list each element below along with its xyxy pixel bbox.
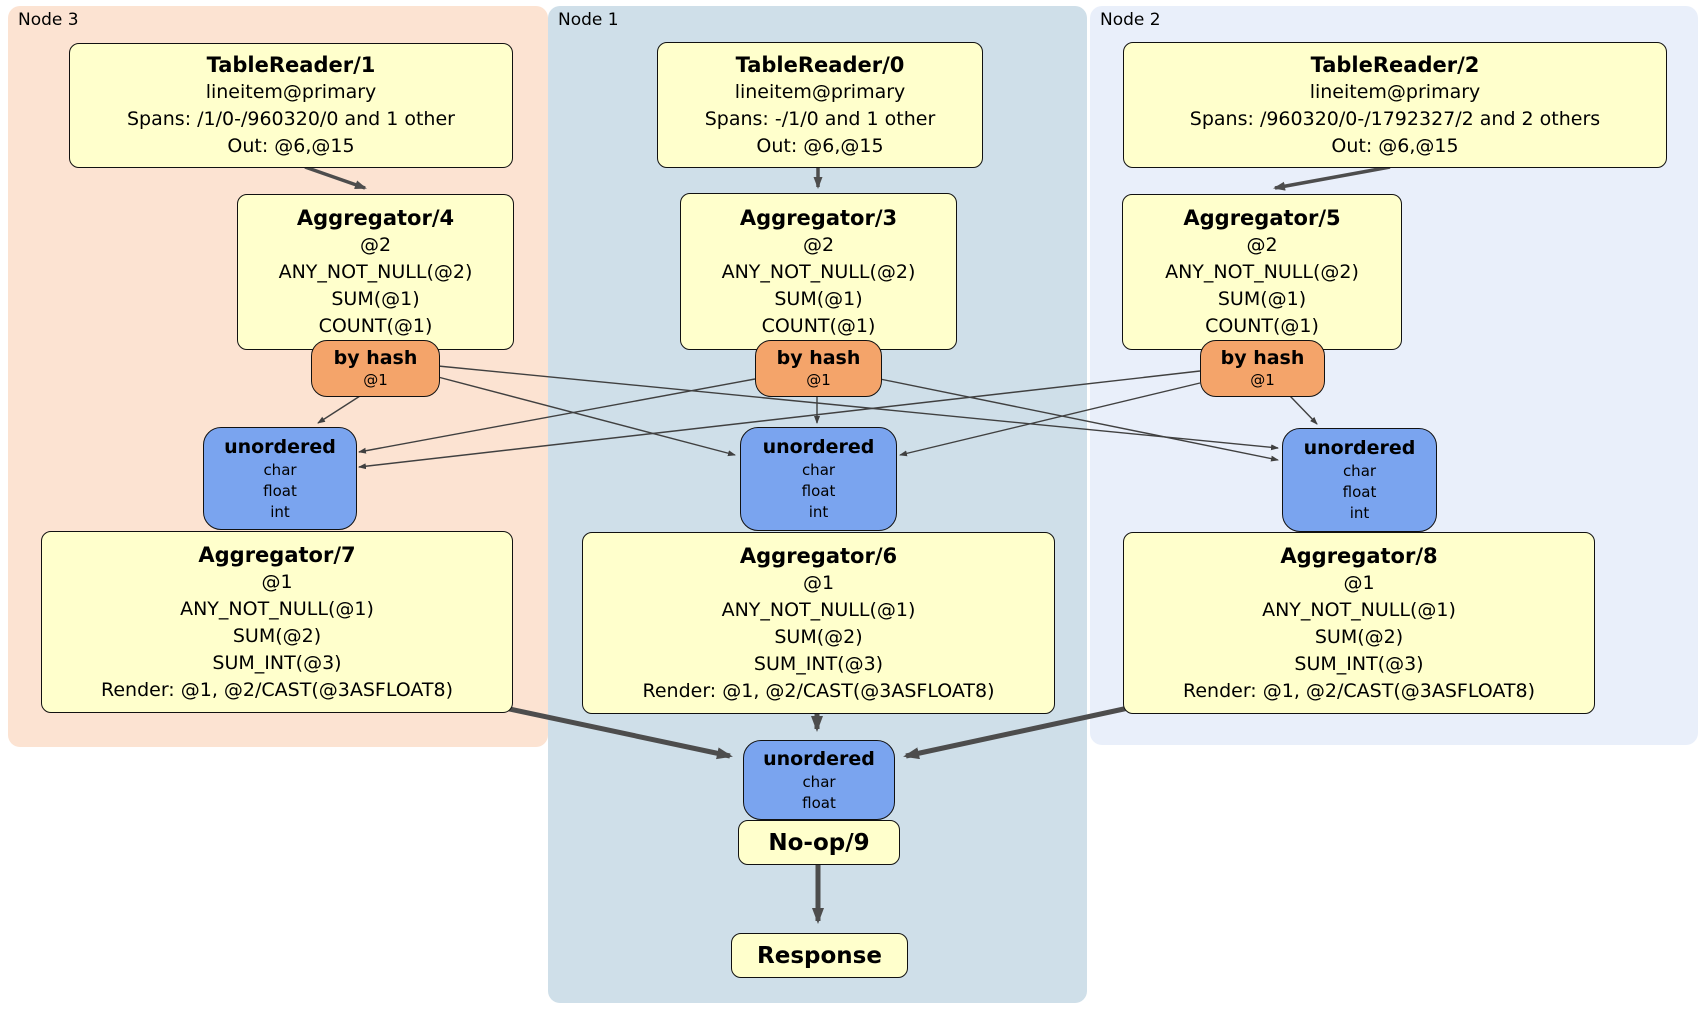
sync-unordered-node1: unordered char float int (740, 427, 897, 531)
node-detail: SUM(@1) (1217, 288, 1307, 310)
sync-title: unordered (224, 435, 336, 458)
node-detail: Spans: -/1/0 and 1 other (704, 107, 936, 130)
node-detail: @2 (359, 234, 392, 256)
node-detail: COUNT(@1) (761, 314, 876, 337)
node-detail: COUNT(@1) (1205, 315, 1319, 337)
node-detail: @2 (802, 233, 835, 256)
node-detail: Out: @6,@15 (756, 134, 884, 157)
sync-unordered-node2: unordered char float int (1282, 428, 1437, 532)
node-aggregator-4: Aggregator/4 @2 ANY_NOT_NULL(@2) SUM(@1)… (237, 194, 514, 350)
sync-unordered-node3: unordered char float int (203, 427, 357, 530)
sync-unordered-final: unordered char float (743, 740, 895, 820)
node-detail: ANY_NOT_NULL(@2) (278, 261, 473, 283)
node-detail: lineitem@primary (734, 80, 906, 103)
router-key: @1 (806, 371, 831, 389)
node-title: Aggregator/7 (198, 542, 356, 567)
node-title: No-op/9 (768, 829, 870, 856)
sync-title: unordered (762, 436, 875, 458)
router-key: @1 (363, 371, 388, 389)
node-detail: lineitem@primary (1309, 80, 1481, 103)
node-noop-9: No-op/9 (738, 820, 900, 865)
node-aggregator-3: Aggregator/3 @2 ANY_NOT_NULL(@2) SUM(@1)… (680, 193, 957, 350)
sync-col: float (802, 793, 836, 812)
node-detail: SUM_INT(@3) (212, 651, 342, 674)
node-detail: ANY_NOT_NULL(@1) (721, 598, 916, 621)
router-by-hash-node3: by hash @1 (311, 340, 440, 397)
node-detail: Render: @1, @2/CAST(@3ASFLOAT8) (1183, 679, 1535, 702)
sync-col: char (1342, 462, 1377, 480)
node-detail: Spans: /960320/0-/1792327/2 and 2 others (1189, 107, 1601, 130)
node-aggregator-7: Aggregator/7 @1 ANY_NOT_NULL(@1) SUM(@2)… (41, 531, 513, 713)
node-response: Response (731, 933, 908, 978)
node-detail: Out: @6,@15 (1331, 134, 1459, 157)
node-detail: ANY_NOT_NULL(@2) (721, 260, 916, 283)
node-title: TableReader/2 (1310, 52, 1480, 77)
sync-title: unordered (1303, 437, 1416, 459)
node-aggregator-5: Aggregator/5 @2 ANY_NOT_NULL(@2) SUM(@1)… (1122, 194, 1402, 350)
node-title: Aggregator/4 (296, 206, 455, 230)
region-node-3-label: Node 3 (18, 10, 79, 30)
router-title: by hash (1220, 347, 1305, 369)
node-detail: Out: @6,@15 (227, 135, 355, 157)
node-title: Aggregator/5 (1183, 206, 1341, 230)
sync-col: float (263, 481, 297, 500)
node-detail: lineitem@primary (205, 81, 377, 103)
router-by-hash-node2: by hash @1 (1200, 340, 1325, 397)
node-detail: COUNT(@1) (318, 315, 433, 337)
sync-col: char (802, 772, 836, 791)
node-tablereader-1: TableReader/1 lineitem@primary Spans: /1… (69, 43, 513, 168)
region-node-2-label: Node 2 (1100, 10, 1161, 30)
router-title: by hash (333, 347, 418, 369)
sync-title: unordered (763, 747, 875, 770)
sync-col: float (1342, 483, 1377, 501)
router-title: by hash (776, 347, 861, 369)
sync-col: float (801, 482, 836, 500)
node-tablereader-0: TableReader/0 lineitem@primary Spans: -/… (657, 42, 983, 168)
node-title: Aggregator/3 (739, 205, 898, 230)
node-detail: SUM(@1) (331, 288, 420, 310)
node-detail: ANY_NOT_NULL(@1) (180, 597, 374, 620)
node-title: Aggregator/6 (739, 543, 898, 568)
node-detail: SUM(@2) (232, 624, 322, 647)
sync-col: int (808, 503, 829, 521)
node-detail: ANY_NOT_NULL(@1) (1262, 598, 1456, 621)
router-key: @1 (1250, 371, 1275, 389)
node-detail: @1 (261, 570, 293, 593)
node-detail: SUM(@2) (1314, 625, 1404, 648)
node-detail: ANY_NOT_NULL(@2) (1165, 261, 1359, 283)
node-title: Response (757, 942, 882, 969)
sync-col: int (1349, 504, 1370, 522)
node-detail: Spans: /1/0-/960320/0 and 1 other (127, 108, 455, 130)
region-node-1-label: Node 1 (558, 10, 619, 30)
node-detail: SUM_INT(@3) (753, 652, 884, 675)
node-detail: SUM_INT(@3) (1294, 652, 1424, 675)
node-detail: @1 (802, 571, 835, 594)
node-detail: SUM(@1) (774, 287, 863, 310)
node-detail: SUM(@2) (774, 625, 863, 648)
node-aggregator-6: Aggregator/6 @1 ANY_NOT_NULL(@1) SUM(@2)… (582, 532, 1055, 714)
router-by-hash-node1: by hash @1 (755, 340, 882, 397)
node-detail: Render: @1, @2/CAST(@3ASFLOAT8) (642, 679, 995, 702)
node-detail: Render: @1, @2/CAST(@3ASFLOAT8) (101, 678, 453, 701)
node-aggregator-8: Aggregator/8 @1 ANY_NOT_NULL(@1) SUM(@2)… (1123, 532, 1595, 714)
node-title: Aggregator/8 (1280, 543, 1438, 568)
sync-col: int (270, 502, 290, 521)
sync-col: char (801, 461, 836, 479)
node-detail: @2 (1246, 234, 1278, 256)
node-title: TableReader/1 (206, 53, 376, 77)
node-tablereader-2: TableReader/2 lineitem@primary Spans: /9… (1123, 42, 1667, 168)
node-detail: @1 (1343, 571, 1375, 594)
sync-col: char (263, 460, 297, 479)
node-title: TableReader/0 (735, 52, 905, 77)
